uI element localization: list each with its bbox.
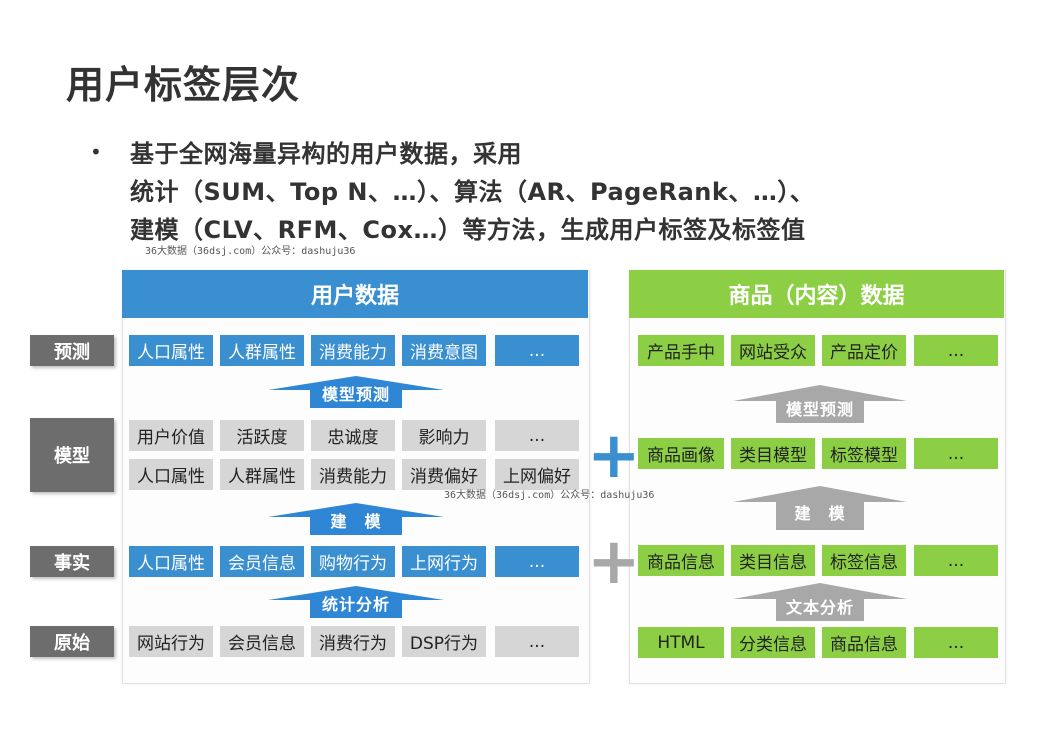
- user-fact-cell: 人口属性: [129, 546, 213, 577]
- product-raw-cell: 商品信息: [822, 627, 906, 658]
- row-label-predict: 预测: [30, 335, 114, 366]
- user-arrow-label: 建 模: [330, 512, 382, 531]
- user-raw-cell: 消费行为: [311, 626, 395, 657]
- product-arrow-label: 模型预测: [785, 400, 854, 419]
- user-arrow-model-predict: 模型预测: [268, 376, 444, 408]
- product-predict-cell: 产品定价: [822, 335, 906, 366]
- product-model-cell: ...: [914, 438, 998, 469]
- watermark-text: 36大数据（36dsj.com）公众号：dashuju36: [444, 490, 655, 501]
- user-arrow-label: 模型预测: [321, 385, 390, 404]
- user-raw-cell: 网站行为: [129, 626, 213, 657]
- product-fact-cell: 标签信息: [822, 545, 906, 576]
- user-fact-cell: 上网行为: [402, 546, 486, 577]
- user-model-cell: 影响力: [402, 420, 486, 451]
- product-arrow-text-analysis: 文本分析: [733, 583, 907, 621]
- row-label-fact: 事实: [30, 546, 114, 577]
- product-fact-cell: 类目信息: [731, 545, 815, 576]
- user-model-cell: 人群属性: [220, 459, 304, 490]
- bullet-line-3: 建模（CLV、RFM、Cox…）等方法，生成用户标签及标签值: [130, 216, 806, 244]
- product-arrow-modeling: 建 模: [733, 486, 907, 530]
- user-model-cell: 人口属性: [129, 459, 213, 490]
- user-arrow-statistics: 统计分析: [268, 586, 444, 618]
- product-arrow-label: 建 模: [794, 504, 846, 523]
- bullet-line-2: 统计（SUM、Top N、…）、算法（AR、PageRank、…）、: [130, 178, 815, 206]
- plus-icon: +: [587, 525, 641, 599]
- user-predict-cell: 人口属性: [129, 335, 213, 366]
- product-predict-cell: 产品手中: [638, 335, 724, 366]
- user-model-cell: 上网偏好: [495, 459, 579, 490]
- product-model-cell: 标签模型: [822, 438, 906, 469]
- user-predict-cell: 人群属性: [220, 335, 304, 366]
- product-raw-cell: HTML: [638, 627, 724, 658]
- user-arrow-modeling: 建 模: [268, 503, 444, 535]
- user-predict-cell: ...: [495, 335, 579, 366]
- product-arrow-label: 文本分析: [785, 598, 854, 617]
- user-model-cell: 消费偏好: [402, 459, 486, 490]
- row-label-raw: 原始: [30, 626, 114, 657]
- user-fact-cell: ...: [495, 546, 579, 577]
- plus-icon: +: [587, 419, 641, 493]
- user-predict-cell: 消费意图: [402, 335, 486, 366]
- row-label-model: 模型: [30, 418, 114, 492]
- user-raw-cell: ...: [495, 626, 579, 657]
- user-model-cell: ...: [495, 420, 579, 451]
- product-raw-cell: ...: [914, 627, 998, 658]
- user-predict-cell: 消费能力: [311, 335, 395, 366]
- product-model-cell: 类目模型: [731, 438, 815, 469]
- user-data-header: 用户数据: [122, 270, 588, 318]
- user-model-cell: 忠诚度: [311, 420, 395, 451]
- user-raw-cell: DSP行为: [402, 626, 486, 657]
- product-model-cell: 商品画像: [638, 438, 724, 469]
- watermark-text: 36大数据（36dsj.com）公众号：dashuju36: [145, 246, 356, 257]
- user-model-cell: 活跃度: [220, 420, 304, 451]
- product-data-panel: [629, 270, 1006, 684]
- user-raw-cell: 会员信息: [220, 626, 304, 657]
- user-model-cell: 消费能力: [311, 459, 395, 490]
- page-title: 用户标签层次: [66, 63, 301, 107]
- user-arrow-label: 统计分析: [321, 595, 390, 614]
- product-fact-cell: 商品信息: [638, 545, 724, 576]
- bullet-line-1: 基于全网海量异构的用户数据，采用: [130, 140, 522, 168]
- user-model-cell: 用户价值: [129, 420, 213, 451]
- product-predict-cell: ...: [914, 335, 998, 366]
- product-data-header: 商品（内容）数据: [629, 270, 1004, 318]
- product-raw-cell: 分类信息: [731, 627, 815, 658]
- user-fact-cell: 购物行为: [311, 546, 395, 577]
- product-predict-cell: 网站受众: [731, 335, 815, 366]
- bullet-dot: •: [90, 140, 102, 164]
- product-fact-cell: ...: [914, 545, 998, 576]
- user-fact-cell: 会员信息: [220, 546, 304, 577]
- product-arrow-model-predict: 模型预测: [733, 385, 907, 423]
